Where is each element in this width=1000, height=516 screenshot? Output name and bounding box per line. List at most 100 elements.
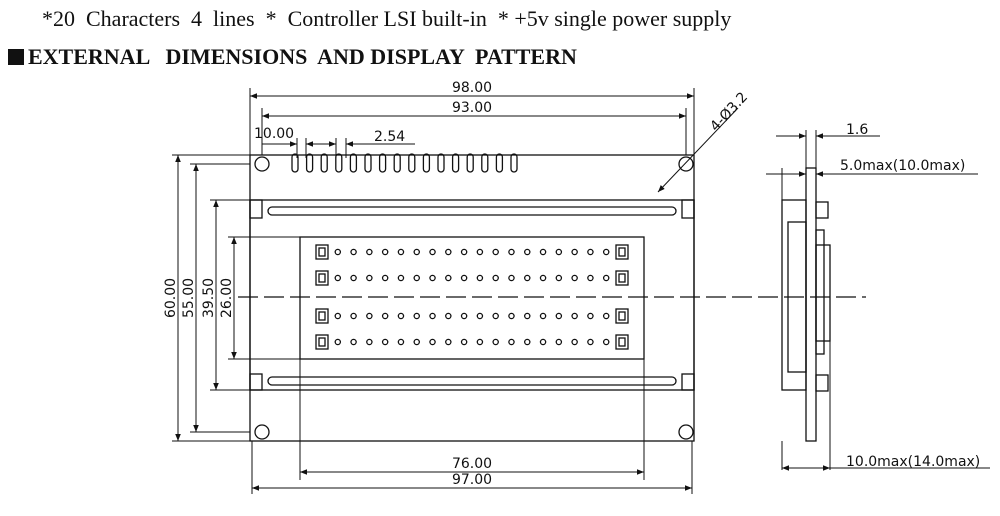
char-cell-square xyxy=(315,334,329,350)
char-dot xyxy=(397,312,405,320)
char-dot xyxy=(445,248,452,256)
char-dot xyxy=(445,338,452,346)
char-dot xyxy=(602,312,610,320)
char-dot xyxy=(366,312,373,320)
connector-pin xyxy=(349,153,358,173)
mounting-hole-bottom-right xyxy=(678,424,694,440)
char-dot xyxy=(571,312,578,320)
char-dot xyxy=(571,274,578,282)
label-total-thickness: 10.0max(14.0max) xyxy=(846,454,980,470)
label-pin1-offset: 10.00 xyxy=(254,126,294,142)
char-dot xyxy=(334,312,342,320)
label-active-height: 26.00 xyxy=(219,278,235,318)
char-cell-inner xyxy=(318,311,326,321)
char-dot xyxy=(350,338,357,346)
char-cell-square xyxy=(315,244,329,260)
char-dot xyxy=(460,274,468,282)
connector-pin xyxy=(393,153,401,173)
char-dot xyxy=(413,338,420,346)
char-dot xyxy=(429,274,436,282)
char-dot xyxy=(555,338,563,346)
char-dot xyxy=(366,274,373,282)
connector-pin xyxy=(495,153,504,173)
char-dot xyxy=(508,312,515,320)
char-dot xyxy=(381,248,389,256)
char-dot xyxy=(413,312,420,320)
char-dot xyxy=(460,248,468,256)
char-dot xyxy=(555,248,563,256)
char-dot xyxy=(429,248,436,256)
label-overall-width: 98.00 xyxy=(452,80,492,96)
backlight-bar-bottom xyxy=(267,376,677,386)
hole-leader xyxy=(657,107,739,193)
char-dot xyxy=(539,248,547,256)
char-dot xyxy=(460,338,468,346)
connector-pin xyxy=(451,153,460,173)
char-dot xyxy=(381,312,389,320)
char-cell-square xyxy=(615,270,629,286)
char-cell-inner xyxy=(318,247,326,257)
char-dot xyxy=(524,338,531,346)
connector-pin xyxy=(408,153,416,173)
char-dot xyxy=(571,338,578,346)
connector-pin xyxy=(437,153,445,173)
char-dot xyxy=(413,248,420,256)
char-dot xyxy=(476,338,484,346)
char-cell-inner xyxy=(618,337,626,347)
char-cell-square xyxy=(615,308,629,324)
connector-pin xyxy=(305,153,314,173)
char-dot xyxy=(508,248,515,256)
label-module-thickness: 5.0max(10.0max) xyxy=(840,158,965,174)
connector-pin xyxy=(422,153,431,173)
char-dot xyxy=(524,248,531,256)
side-bezel-outer xyxy=(781,199,807,391)
char-dot xyxy=(555,274,563,282)
char-cell-inner xyxy=(618,247,626,257)
backlight-bar-top xyxy=(267,206,677,216)
char-cell-inner xyxy=(618,311,626,321)
char-dot xyxy=(413,274,420,282)
char-dot xyxy=(476,312,484,320)
char-cell-square xyxy=(615,244,629,260)
side-pcb xyxy=(805,167,817,442)
char-dot xyxy=(524,312,531,320)
label-overall-height: 60.00 xyxy=(163,278,179,318)
connector-pin xyxy=(335,153,343,173)
label-hole-spec: 4-Ø3.2 xyxy=(707,89,751,134)
char-dot xyxy=(524,274,531,282)
char-dot xyxy=(334,338,342,346)
side-bezel-inner xyxy=(787,221,807,373)
connector-pin xyxy=(481,153,489,173)
char-dot xyxy=(587,248,594,256)
char-dot xyxy=(350,248,357,256)
char-cell-square xyxy=(615,334,629,350)
char-dot xyxy=(602,248,610,256)
label-viewing-width: 97.00 xyxy=(452,472,492,488)
char-dot xyxy=(350,274,357,282)
char-dot xyxy=(429,338,436,346)
char-dot xyxy=(334,248,342,256)
char-cell-inner xyxy=(618,273,626,283)
connector-pin xyxy=(466,153,474,173)
char-dot xyxy=(397,338,405,346)
side-view xyxy=(781,130,831,470)
label-pin-pitch: 2.54 xyxy=(374,129,405,145)
label-pcb-thickness: 1.6 xyxy=(846,122,868,138)
mounting-hole-top-left xyxy=(254,156,270,172)
connector-pin xyxy=(364,153,372,173)
pcb-outline xyxy=(249,154,695,442)
label-viewing-height: 39.50 xyxy=(201,278,217,318)
section-title: EXTERNAL DIMENSIONS AND DISPLAY PATTERN xyxy=(28,44,577,69)
char-dot xyxy=(602,338,610,346)
char-dot xyxy=(492,338,499,346)
char-cell-inner xyxy=(318,273,326,283)
char-dot xyxy=(397,274,405,282)
char-dot xyxy=(366,338,373,346)
bullet-square-icon xyxy=(8,49,24,65)
mounting-hole-bottom-left xyxy=(254,424,270,440)
section-heading: EXTERNAL DIMENSIONS AND DISPLAY PATTERN xyxy=(8,44,577,70)
char-dot xyxy=(508,338,515,346)
char-dot xyxy=(366,248,373,256)
connector-pin xyxy=(291,153,299,173)
